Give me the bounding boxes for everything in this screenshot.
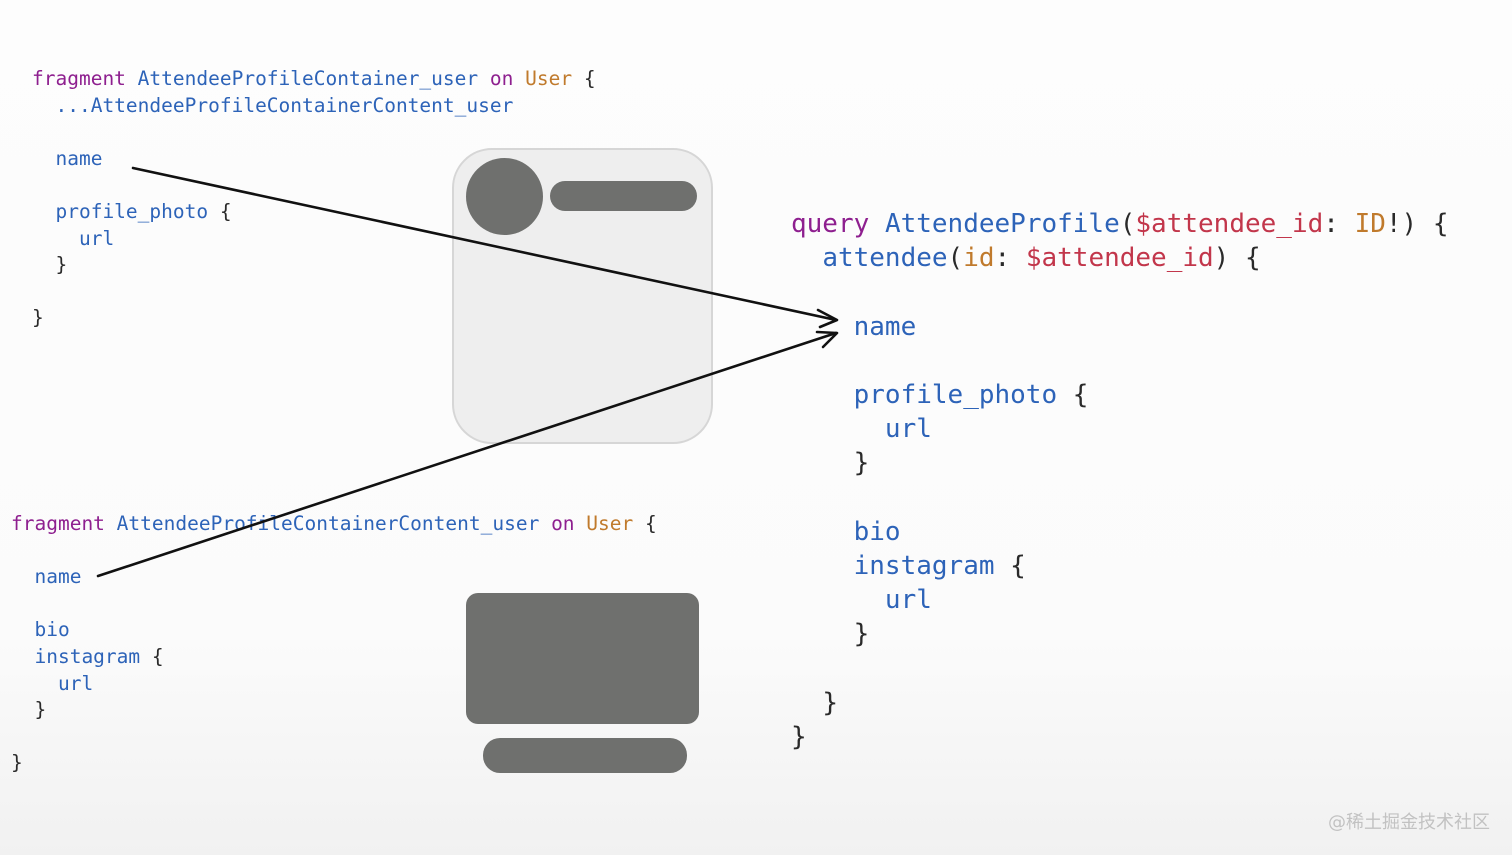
fragment-top-line-2: ...AttendeeProfileContainerContent_user	[55, 93, 514, 117]
query-outer-close: }	[791, 722, 807, 753]
fragment-bottom-line-1: fragment AttendeeProfileContainerContent…	[11, 512, 657, 535]
query-photo-line: profile_photo {	[853, 380, 1089, 411]
avatar-placeholder	[466, 158, 543, 235]
query-name-line: name	[853, 311, 917, 342]
query-attendee-close: }	[822, 687, 838, 718]
content-box-placeholder	[466, 593, 699, 724]
content-bar-placeholder	[483, 738, 687, 773]
query-bio-line: bio	[853, 516, 901, 547]
fragment-top-name-line: name	[55, 146, 103, 170]
fragment-top-line-1: fragment AttendeeProfileContainer_user o…	[32, 67, 596, 90]
fragment-top-url-line: url	[78, 226, 115, 250]
query-instagram-line: instagram {	[853, 551, 1026, 582]
query-photo-url-line: url	[884, 414, 932, 445]
fragment-top-inner-close: }	[55, 253, 68, 277]
query-line-2: attendee(id: $attendee_id) {	[822, 243, 1261, 274]
query-instagram-close: }	[853, 619, 870, 650]
fragment-top-outer-close: }	[32, 306, 44, 330]
fragment-bottom-inner-close: }	[34, 698, 47, 722]
title-bar-placeholder	[550, 181, 697, 211]
fragment-bottom-instagram-line: instagram {	[34, 644, 164, 668]
query-photo-close: }	[853, 448, 870, 479]
query-line-1: query AttendeeProfile($attendee_id: ID!)…	[791, 209, 1449, 239]
watermark: @稀土掘金技术社区	[1328, 812, 1490, 833]
fragment-bottom-url-line: url	[57, 671, 94, 695]
query-instagram-url-line: url	[884, 585, 932, 616]
fragment-bottom-outer-close: }	[11, 751, 23, 775]
fragment-bottom-name-line: name	[34, 565, 82, 589]
fragment-bottom-bio-line: bio	[34, 618, 70, 642]
query-code: query AttendeeProfile($attendee_id: ID!)…	[791, 207, 1449, 754]
